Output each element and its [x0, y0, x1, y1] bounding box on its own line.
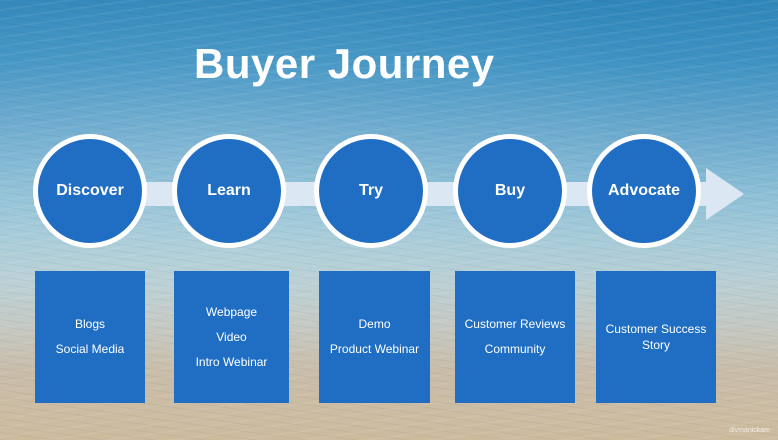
content-item: Video [216, 329, 247, 344]
stage-label: Discover [56, 182, 124, 199]
stage-label: Try [358, 182, 383, 199]
content-item: Social Media [55, 342, 125, 356]
stage-disc: Buy [458, 139, 562, 243]
stage-label: Buy [494, 182, 526, 199]
content-box-try: Demo Product Webinar [319, 271, 430, 403]
content-item: Community [484, 342, 546, 356]
stage-learn: Learn [172, 134, 286, 248]
stage-advocate: Advocate [587, 134, 701, 248]
credit-text: divmanickam [729, 427, 770, 434]
stage-disc: Discover [38, 139, 142, 243]
stage-try: Try [314, 134, 428, 248]
content-item: Demo [358, 317, 391, 331]
diagram-title: Buyer Journey [194, 40, 495, 87]
stage-label: Advocate [607, 182, 681, 199]
content-item: Product Webinar [329, 342, 420, 356]
stage-label: Learn [207, 182, 251, 199]
stage-disc: Advocate [592, 139, 696, 243]
stage-discover: Discover [33, 134, 147, 248]
content-box-learn: Webpage Video Intro Webinar [174, 271, 289, 403]
content-item: Webpage [205, 304, 258, 319]
content-item: Intro Webinar [195, 354, 268, 369]
content-item: Blogs [74, 317, 106, 331]
content-box-advocate: Customer Success Story [596, 271, 716, 403]
content-box-discover: Blogs Social Media [35, 271, 145, 403]
content-box-buy: Customer Reviews Community [455, 271, 575, 403]
stage-disc: Learn [177, 139, 281, 243]
stage-disc: Try [319, 139, 423, 243]
content-item: Customer Success Story [605, 322, 707, 352]
content-item: Customer Reviews [464, 317, 566, 331]
stage-buy: Buy [453, 134, 567, 248]
